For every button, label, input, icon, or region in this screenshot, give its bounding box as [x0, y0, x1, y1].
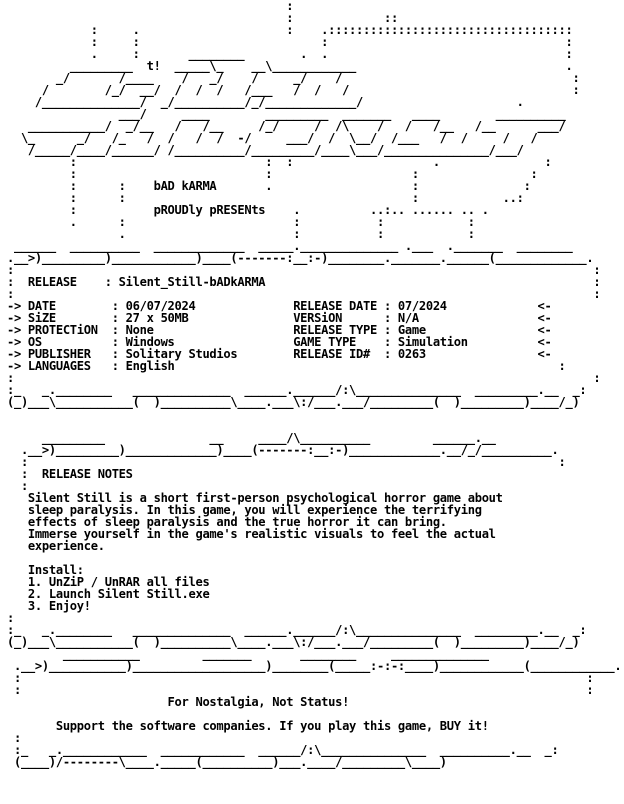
- notes-body: Silent Still is a short first-person psy…: [27, 491, 503, 613]
- notes-box-bottom: : :_ _.________ ______________ ______.__…: [6, 611, 587, 649]
- footer-lines: For Nostalgia, Not Status! Support the s…: [55, 695, 489, 733]
- logo-art: : : :: : . : .::::::::::::::::::::::::::…: [20, 0, 580, 241]
- release-box: ______ __________ _____________ _____.__…: [6, 239, 601, 409]
- notes-box-top: _________ __ ____/\__________ ______.__ …: [20, 431, 566, 493]
- footer-box-bottom: : :_ _.____________ ____________ ______/…: [13, 731, 559, 769]
- footer-box-top: ___________ _______ ________ ___________…: [13, 647, 622, 697]
